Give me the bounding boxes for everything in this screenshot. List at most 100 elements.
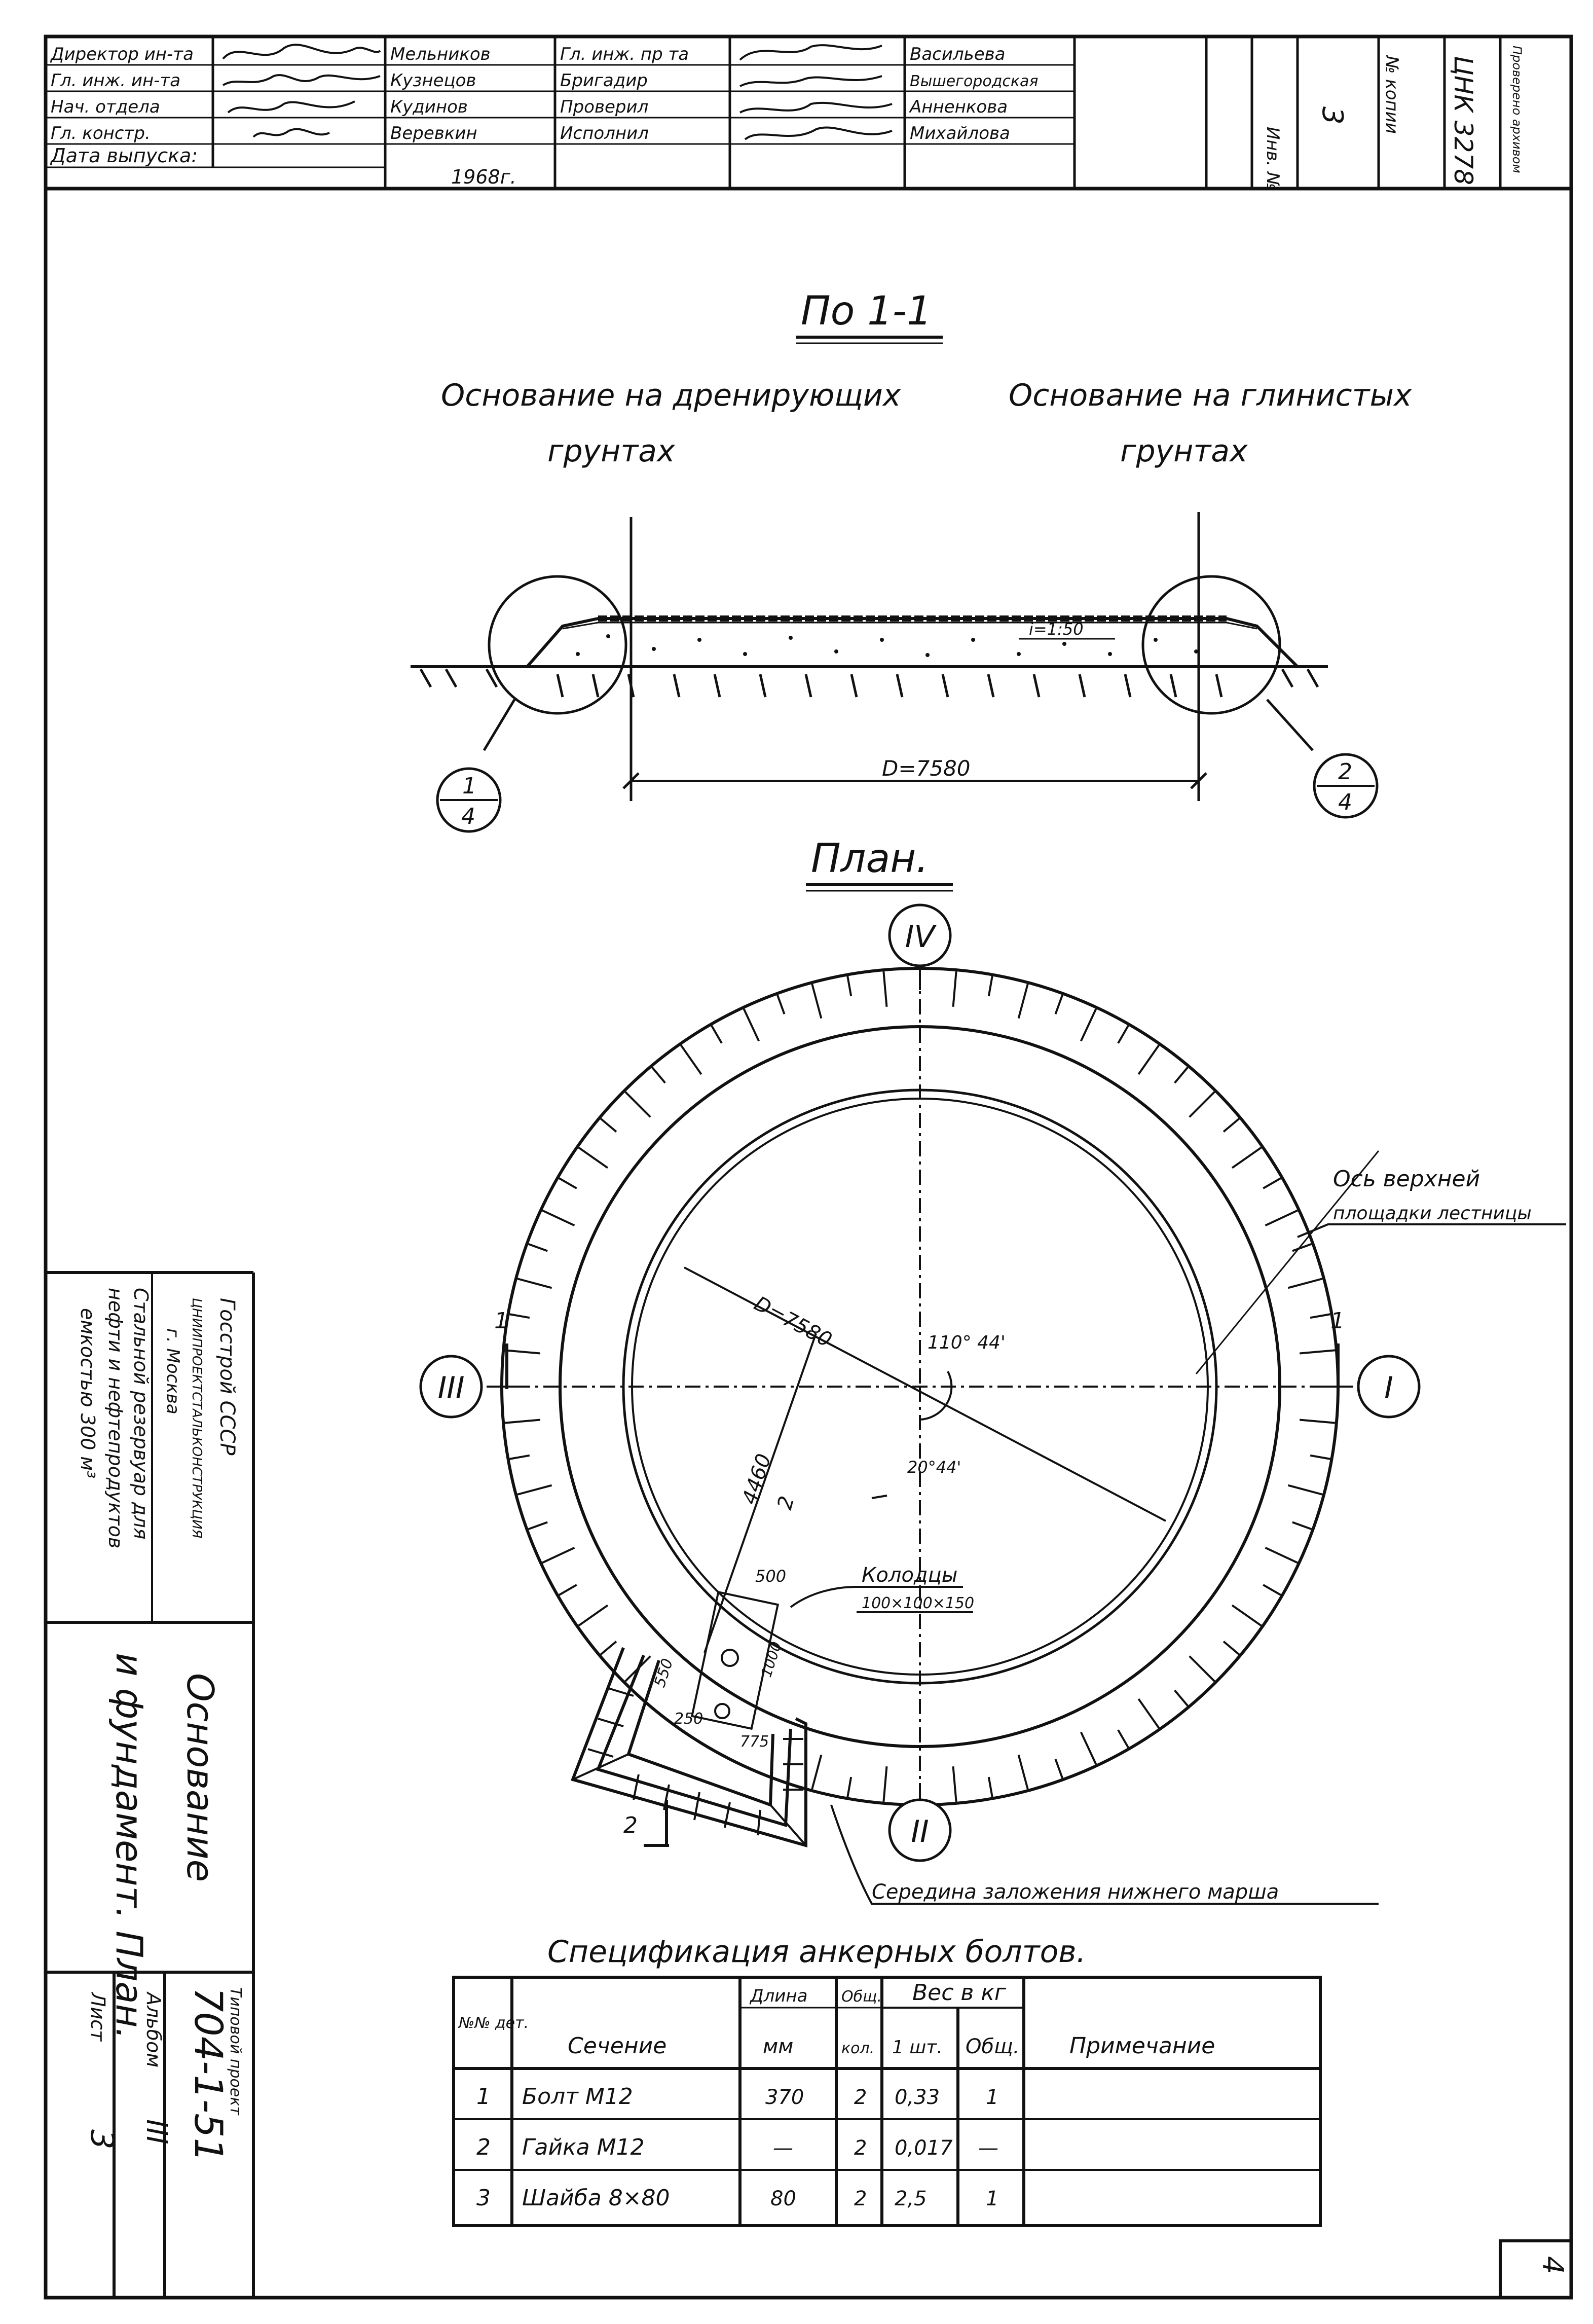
slope-tick [952,1766,957,1802]
spec-h-qty-unit: кол. [841,2040,874,2057]
doc-desc-2: нефти и нефтепродуктов [104,1288,127,1548]
spec-table: Спецификация анкерных болтов. №№ дет. Се… [452,1934,1322,2227]
stamp-role2-1: Гл. инж. пр та [560,44,689,64]
callout-detail-1: 1 4 [436,767,502,833]
sheet-title-2: и фундамент. План. [108,1653,151,2039]
plan-dim-550: 550 [651,1656,677,1689]
slope-tick [517,1278,552,1289]
stamp-role-2: Гл. инж. ин-та [51,70,180,91]
slope-tick [1054,1759,1064,1779]
slope-tick [624,1091,651,1118]
section-title: По 1-1 [801,288,932,334]
cut-mark-2-bottom: 2 [623,1812,638,1838]
stamp-archive-no: ЦНК 3278 [1449,56,1478,185]
plan-dim-500: 500 [755,1567,786,1586]
spec-h-weight-total: Общ. [966,2035,1020,2058]
plan-dim-1000: 1000 [758,1640,785,1679]
slope-tick [1054,994,1064,1014]
stamp-name2-4: Михайлова [910,123,1010,143]
slope-tick [1292,1521,1312,1531]
spec-r1-wt: 1 [986,2086,998,2109]
doc-desc-1: Стальной резервуар для [130,1288,152,1540]
spec-h-weight-one: 1 шт. [892,2037,943,2058]
stamp-role-3: Нач. отдела [51,97,160,117]
label-middle-flight: Середина заложения нижнего марша [872,1880,1279,1904]
spec-r3-name: Шайба 8×80 [522,2185,670,2211]
stamp-name-4: Веревкин [390,123,477,143]
typical-project-label: Типовой проект [227,1987,244,2116]
slope-tick [743,1008,760,1042]
approval-stamp [46,37,1571,191]
slope-tick [509,1313,530,1319]
slope-tick [776,994,786,1014]
stamp-text: Директор ин-та Гл. инж. ин-та Нач. отдел… [50,44,1524,190]
slope-tick [811,984,823,1019]
stamp-date-label: Дата выпуска: [50,144,198,167]
side-title-text: Госстрой СССР ЦНИИПРОЕКТСТАЛЬКОНСТРУКЦИЯ… [77,1288,244,2162]
soil-hatching [419,668,1319,698]
slope-tick [1299,1349,1336,1355]
spec-h-qty: Общ. [841,1988,882,2006]
slope-tick [987,1776,993,1797]
spec-r1-len: 370 [765,2086,804,2109]
slope-tick [711,1025,723,1044]
axis-bubble-left: III [419,1355,483,1419]
callout-2-bottom: 4 [1338,789,1352,815]
spec-r3-w1: 2,5 [895,2187,927,2210]
slope-tick [1137,1698,1160,1729]
spec-r2-name: Гайка М12 [522,2134,645,2160]
slope-tick [680,1044,702,1075]
spec-h-length-unit: мм [763,2035,793,2058]
leader-lines [790,1223,1566,1905]
callout-2-top: 2 [1338,759,1352,785]
slope-tick [1231,1604,1262,1627]
cut-mark-1-right: 1 [1330,1308,1345,1334]
plan-angle-small: 20°44' [907,1458,961,1477]
slope-tick [504,1419,541,1424]
slope-tick [882,1766,888,1802]
plan-dim-775: 775 [740,1733,769,1751]
slope-tick [1117,1025,1129,1044]
axis-bottom-label: II [911,1814,929,1849]
spec-title: Спецификация анкерных болтов. [547,1934,1086,1970]
stair-pit [571,1590,807,1847]
spec-r3-len: 80 [770,2187,796,2210]
page-number-box: 4 [1499,2239,1573,2299]
slope-tick [1189,1655,1215,1682]
stamp-role2-3: Проверил [560,97,648,117]
stamp-col-checked: Проверено архивом [1510,46,1524,173]
stamp-name2-2: Вышегородская [910,72,1038,90]
stamp-name2-3: Анненкова [909,97,1008,117]
stamp-date-value: 1968г. [451,166,516,188]
caption-clay-2: грунтах [1120,433,1248,469]
caption-drain-2: грунтах [547,433,675,469]
org-name-3: г. Москва [163,1328,183,1414]
slope-tick [528,1243,548,1252]
side-title-block [46,1271,255,2298]
callout-detail-2: 2 4 [1313,753,1379,819]
slope-ticks [503,970,1337,1803]
plan-dim-4460: 4460 [738,1451,776,1507]
section-diameter: D=7580 [882,756,970,781]
callout-1-bottom: 4 [461,804,475,829]
spec-r3-wt: 1 [986,2187,998,2210]
spec-r2-len: — [773,2136,793,2160]
plan-dim-250: 250 [674,1710,703,1728]
callout-1-top: 1 [462,773,476,799]
slope-tick [1189,1091,1215,1118]
spec-r3-qty: 2 [854,2187,867,2210]
slope-tick [1222,1118,1240,1133]
stamp-sheet-no: 3 [1316,106,1349,125]
gravel-dots [576,634,1198,657]
stamp-role2-4: Исполнил [560,123,649,143]
slope-tick [1299,1419,1336,1424]
spec-r2-wt: — [978,2136,998,2160]
slope-tick [542,1209,575,1227]
slope-tick [528,1521,548,1531]
spec-h-section: Сечение [568,2033,666,2059]
slope-tick [559,1584,577,1596]
label-wells-size: 100×100×150 [862,1594,974,1612]
album-label: Альбом [142,1991,165,2067]
slope-tick [1174,1689,1189,1706]
